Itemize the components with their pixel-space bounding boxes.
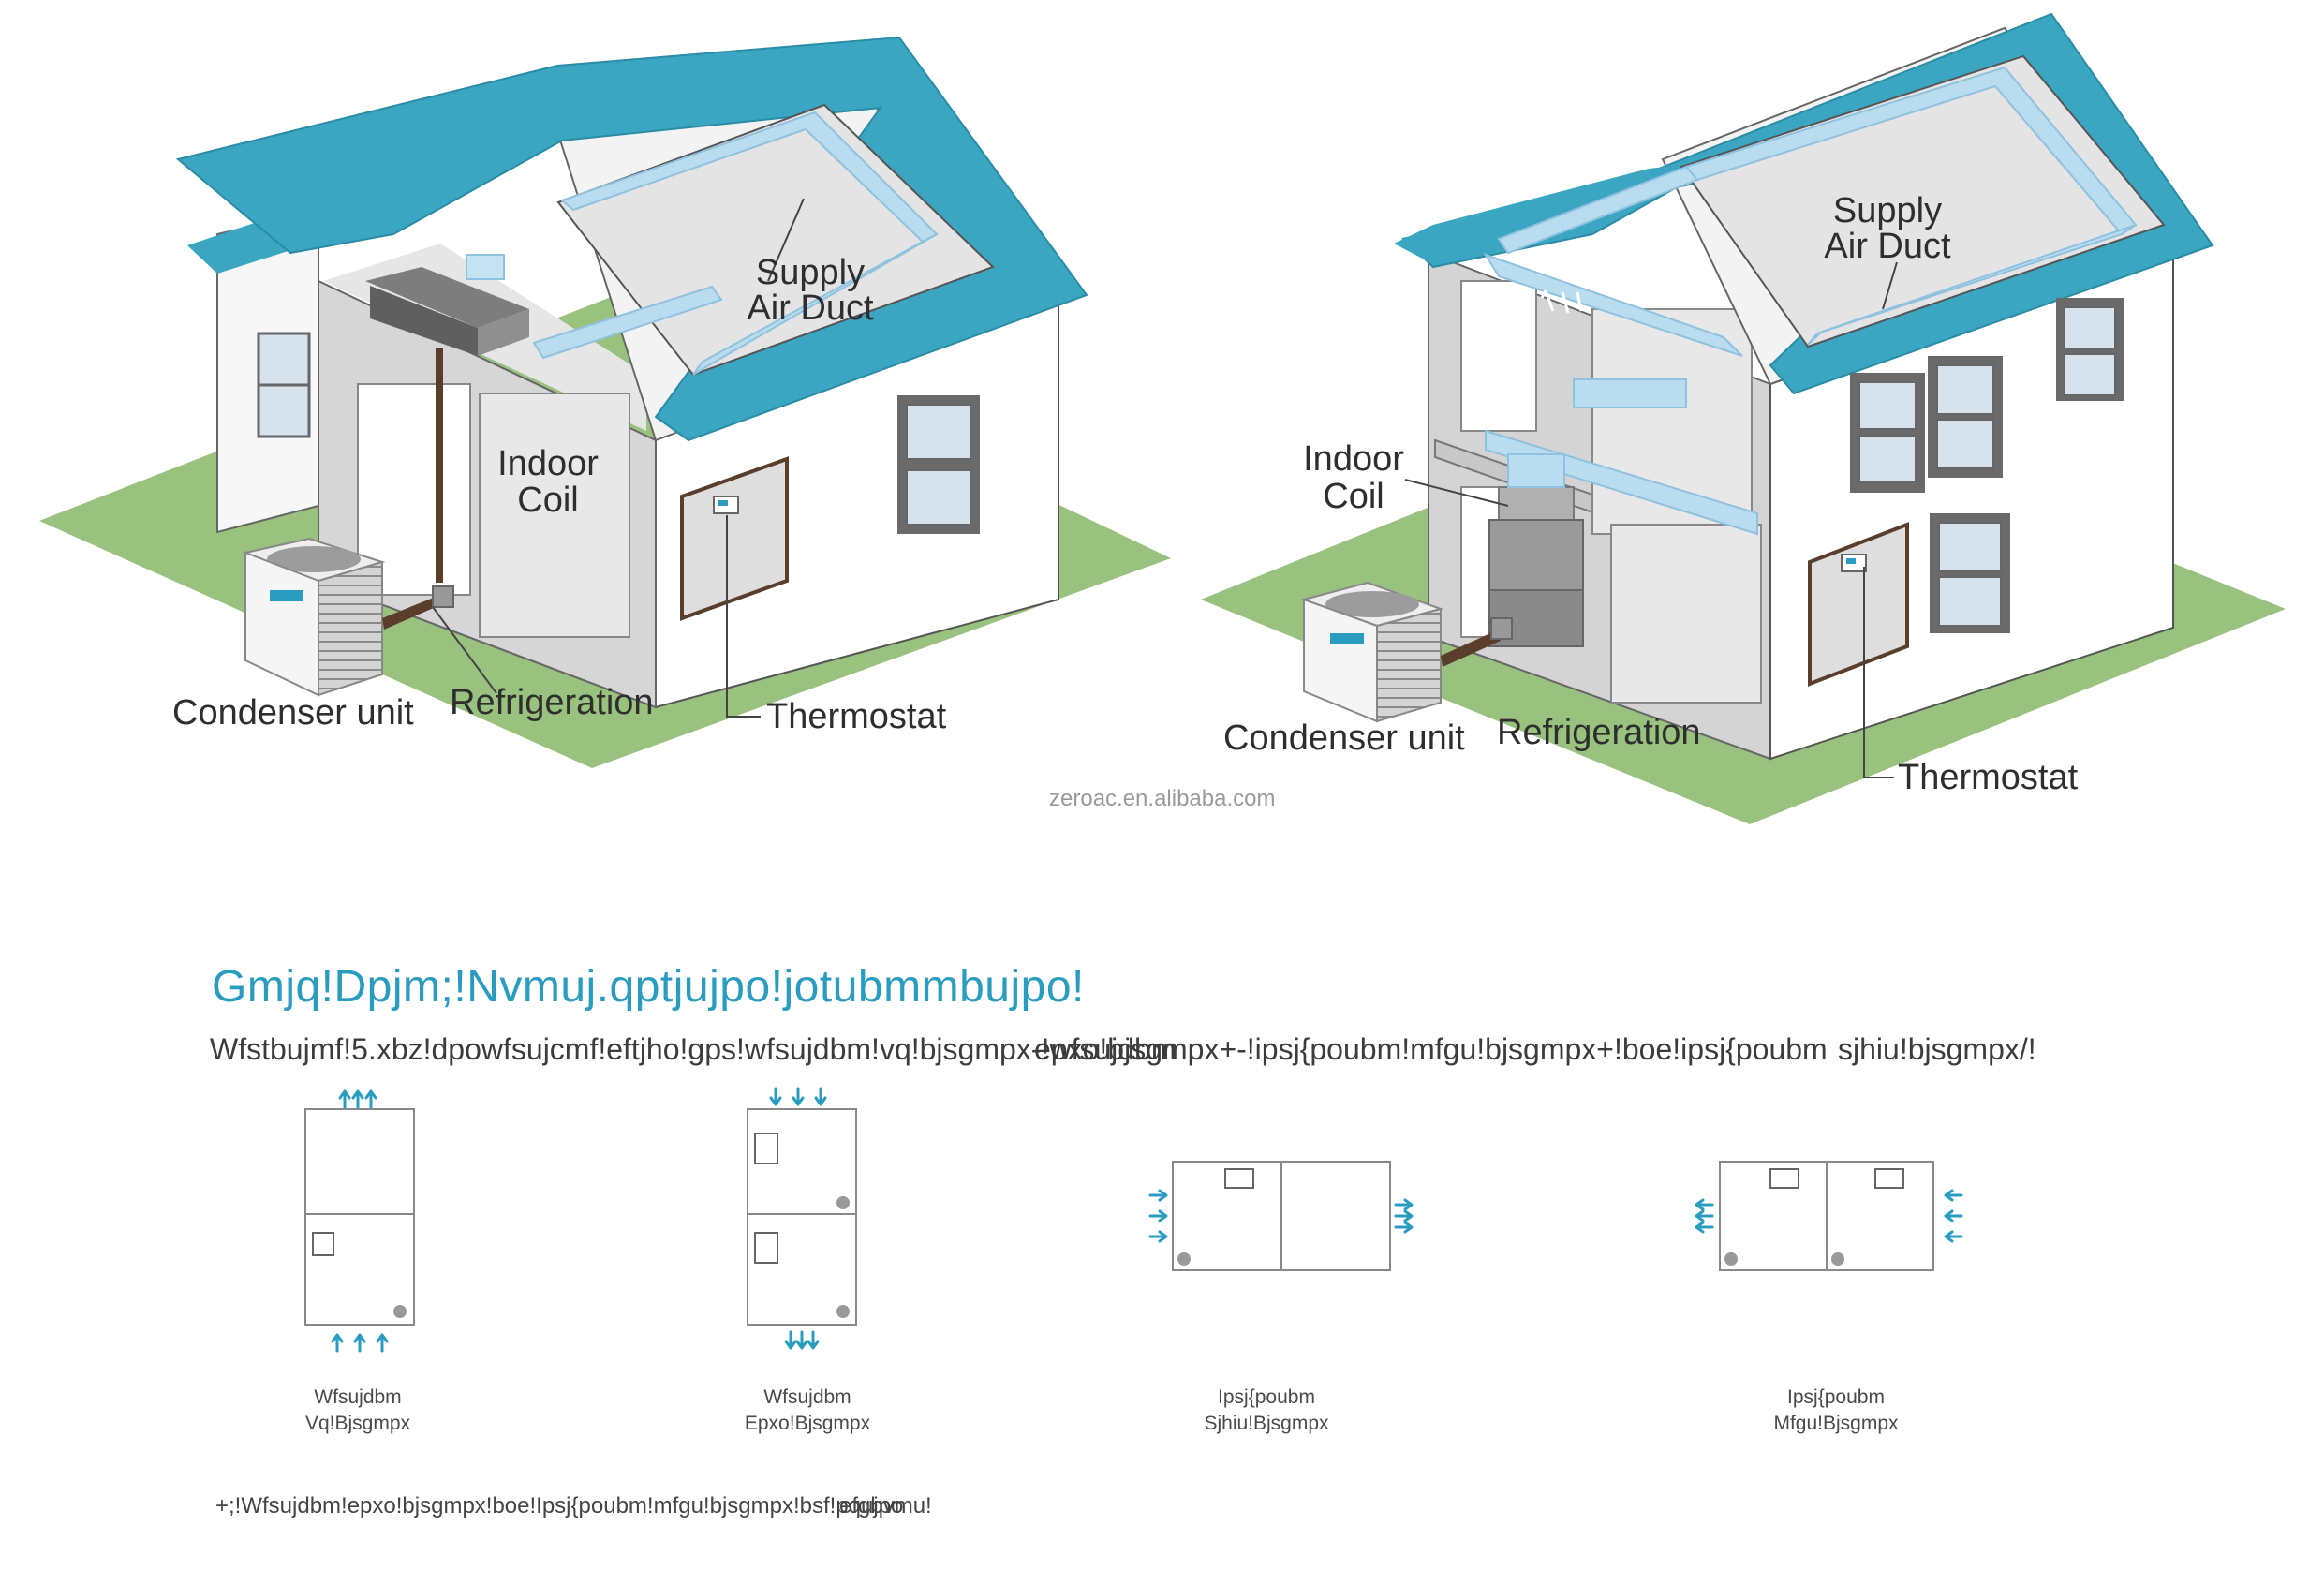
vertical-down-unit-diagram bbox=[747, 1087, 857, 1350]
left-supply-duct-label: Supply bbox=[756, 253, 865, 292]
orientation-card-vertical-up: Wfsujdbm Vq!Bjsgmpx bbox=[189, 1087, 526, 1461]
horizontal-right-caption: Ipsj{poubm Sjhiu!Bjsgmpx bbox=[1098, 1385, 1435, 1437]
right-thermostat-label: Thermostat bbox=[1898, 758, 2079, 797]
right-house-diagram: Supply Air Duct Indoor Coil Condenser un… bbox=[1201, 12, 2286, 824]
caption-line-1: Ipsj{poubm bbox=[1787, 1386, 1885, 1408]
orientation-cards: Wfsujdbm Vq!Bjsgmpx Wfsujdbm Epxo!Bjsgmp… bbox=[0, 1087, 2324, 1461]
installation-illustration: Supply Air Duct Indoor Coil Condenser un… bbox=[39, 12, 2286, 824]
caption-line-1: Wfsujdbm bbox=[763, 1386, 851, 1408]
left-condenser-label: Condenser unit bbox=[172, 693, 414, 733]
left-refrigeration-label: Refrigeration bbox=[450, 683, 654, 722]
left-refrigeration-line bbox=[382, 595, 442, 630]
caption-line-2: Sjhiu!Bjsgmpx bbox=[1204, 1413, 1329, 1434]
right-refrigeration-label: Refrigeration bbox=[1497, 713, 1701, 752]
airflow-up-arrows-top bbox=[338, 1089, 377, 1109]
left-indoor-coil-label: Indoor bbox=[497, 444, 599, 483]
intro-text-part-c: sjhiu!bjsgmpx/! bbox=[1838, 1032, 2036, 1066]
airflow-up-arrows-bottom bbox=[331, 1333, 389, 1353]
right-refrigeration-line bbox=[1441, 630, 1501, 667]
airflow-right-arrows-outlet bbox=[1394, 1198, 1414, 1234]
right-windows-front bbox=[1850, 298, 2124, 633]
left-thermostat-room bbox=[680, 456, 789, 621]
left-window-front bbox=[897, 395, 980, 534]
right-indoor-coil-label: Indoor bbox=[1303, 439, 1404, 479]
left-indoor-coil-label-line2: Coil bbox=[517, 481, 578, 520]
right-supply-duct-label-line2: Air Duct bbox=[1824, 227, 1951, 266]
right-condenser-unit-drawing bbox=[1300, 581, 1444, 723]
caption-line-2: Epxo!Bjsgmpx bbox=[744, 1413, 871, 1434]
left-air-handler bbox=[365, 267, 529, 356]
caption-line-2: Vq!Bjsgmpx bbox=[304, 1413, 411, 1434]
right-condenser-label: Condenser unit bbox=[1223, 718, 1465, 758]
left-thermostat-label: Thermostat bbox=[766, 697, 947, 736]
caption-line-2: Mfgu!Bjsgmpx bbox=[1773, 1413, 1899, 1434]
orientation-card-horizontal-left: Ipsj{poubm Mfgu!Bjsgmpx bbox=[1667, 1087, 2005, 1461]
vertical-up-unit-diagram bbox=[304, 1089, 415, 1353]
left-condenser-unit-drawing bbox=[242, 537, 386, 697]
horizontal-right-unit-diagram bbox=[1148, 1161, 1414, 1271]
section-title: Gmjq!Dpjm;!Nvmuj.qptjujpo!jotubmmbujpo! bbox=[212, 962, 1085, 1012]
orientation-card-horizontal-right: Ipsj{poubm Sjhiu!Bjsgmpx bbox=[1098, 1087, 1435, 1461]
vertical-down-caption: Wfsujdbm Epxo!Bjsgmpx bbox=[639, 1385, 976, 1437]
airflow-right-arrows-inlet bbox=[1148, 1189, 1168, 1243]
left-wing-window bbox=[257, 332, 311, 438]
watermark-text: zeroac.en.alibaba.com bbox=[1049, 786, 1275, 811]
airflow-left-arrows-outlet bbox=[1695, 1198, 1714, 1234]
caption-line-1: Wfsujdbm bbox=[314, 1386, 402, 1408]
airflow-left-arrows-inlet bbox=[1944, 1189, 1963, 1243]
footnote-text-part-b: efgbvmu! bbox=[839, 1493, 932, 1518]
left-supply-duct-label-line2: Air Duct bbox=[747, 289, 874, 328]
orientation-card-vertical-down: Wfsujdbm Epxo!Bjsgmpx bbox=[639, 1087, 976, 1461]
left-house-diagram: Supply Air Duct Indoor Coil Condenser un… bbox=[39, 36, 1171, 768]
airflow-down-arrows-bottom bbox=[784, 1330, 820, 1350]
right-indoor-coil-label-line2: Coil bbox=[1323, 477, 1384, 516]
horizontal-left-caption: Ipsj{poubm Mfgu!Bjsgmpx bbox=[1667, 1385, 2005, 1437]
right-supply-duct-label: Supply bbox=[1833, 191, 1942, 230]
airflow-down-arrows-top bbox=[769, 1087, 827, 1106]
intro-text-part-a: Wfstbujmf!5.xbz!dpowfsujcmf!eftjho!gps!w… bbox=[210, 1032, 1177, 1066]
intro-text-part-b: epxo!bjsgmpx+-!ipsj{poubm!mfgu!bjsgmpx+!… bbox=[1034, 1032, 1828, 1066]
footnote-text-part-a: +;!Wfsujdbm!epxo!bjsgmpx!boe!Ipsj{poubm!… bbox=[215, 1493, 904, 1518]
caption-line-1: Ipsj{poubm bbox=[1218, 1386, 1315, 1408]
vertical-up-caption: Wfsujdbm Vq!Bjsgmpx bbox=[189, 1385, 526, 1437]
horizontal-left-unit-diagram bbox=[1695, 1161, 1963, 1271]
right-thermostat-room bbox=[1808, 522, 1909, 687]
